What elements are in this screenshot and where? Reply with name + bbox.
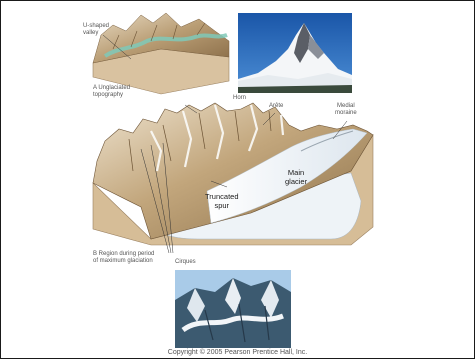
label-horn: Horn <box>233 95 247 101</box>
label-u-shaped-valley: U-shaped valley <box>83 23 110 36</box>
cirque-leader-1 <box>140 148 170 254</box>
unglaciated-block-diagram <box>92 12 230 95</box>
ridge-shadows <box>128 110 272 172</box>
cirques-photo <box>175 270 291 348</box>
main-glacier-ice <box>206 128 368 224</box>
ridge-shading <box>112 22 206 50</box>
horn-photo <box>238 13 352 93</box>
glaciated-block-diagram <box>92 102 374 254</box>
medial-moraine-stripe <box>300 130 354 152</box>
label-truncated-spur: Truncated spur <box>205 192 239 210</box>
arete-leader-line <box>262 112 276 126</box>
label-panel-a: A Unglaciated topography <box>93 85 131 98</box>
label-panel-b: B Region during period of maximum glacia… <box>93 251 155 264</box>
mountain-range <box>92 102 374 240</box>
dark-rock-massif <box>175 278 291 348</box>
cirques-photo-art <box>175 270 291 348</box>
horn-rock-face <box>294 23 310 63</box>
label-cirques: Cirques <box>175 259 196 265</box>
spur-leader-line <box>210 180 228 188</box>
valley-meltwater <box>103 33 228 58</box>
label-arete: Arête <box>269 103 284 109</box>
snow-ridges <box>150 104 285 172</box>
copyright-notice: Copyright © 2005 Pearson Prentice Hall, … <box>167 349 308 356</box>
label-main-glacier: Main glacier <box>285 168 308 186</box>
horn-photo-art <box>238 13 352 93</box>
moraine-leader-line <box>332 120 348 140</box>
cirque-leader-3 <box>162 142 174 254</box>
valley-leader-line <box>102 34 132 60</box>
cirque-leader-2 <box>150 144 172 254</box>
horn-leader-line <box>184 104 198 114</box>
label-medial-moraine: Medial moraine <box>335 103 357 116</box>
